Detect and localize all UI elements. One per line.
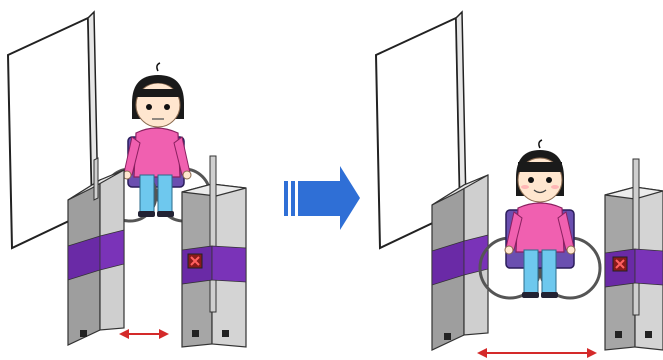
scene-before	[8, 12, 246, 347]
gate-right-before	[182, 156, 246, 347]
wheelchair-user	[480, 140, 600, 298]
scene-after	[376, 12, 663, 353]
arrow-right-icon	[284, 166, 360, 230]
gate-right-after	[605, 159, 663, 350]
